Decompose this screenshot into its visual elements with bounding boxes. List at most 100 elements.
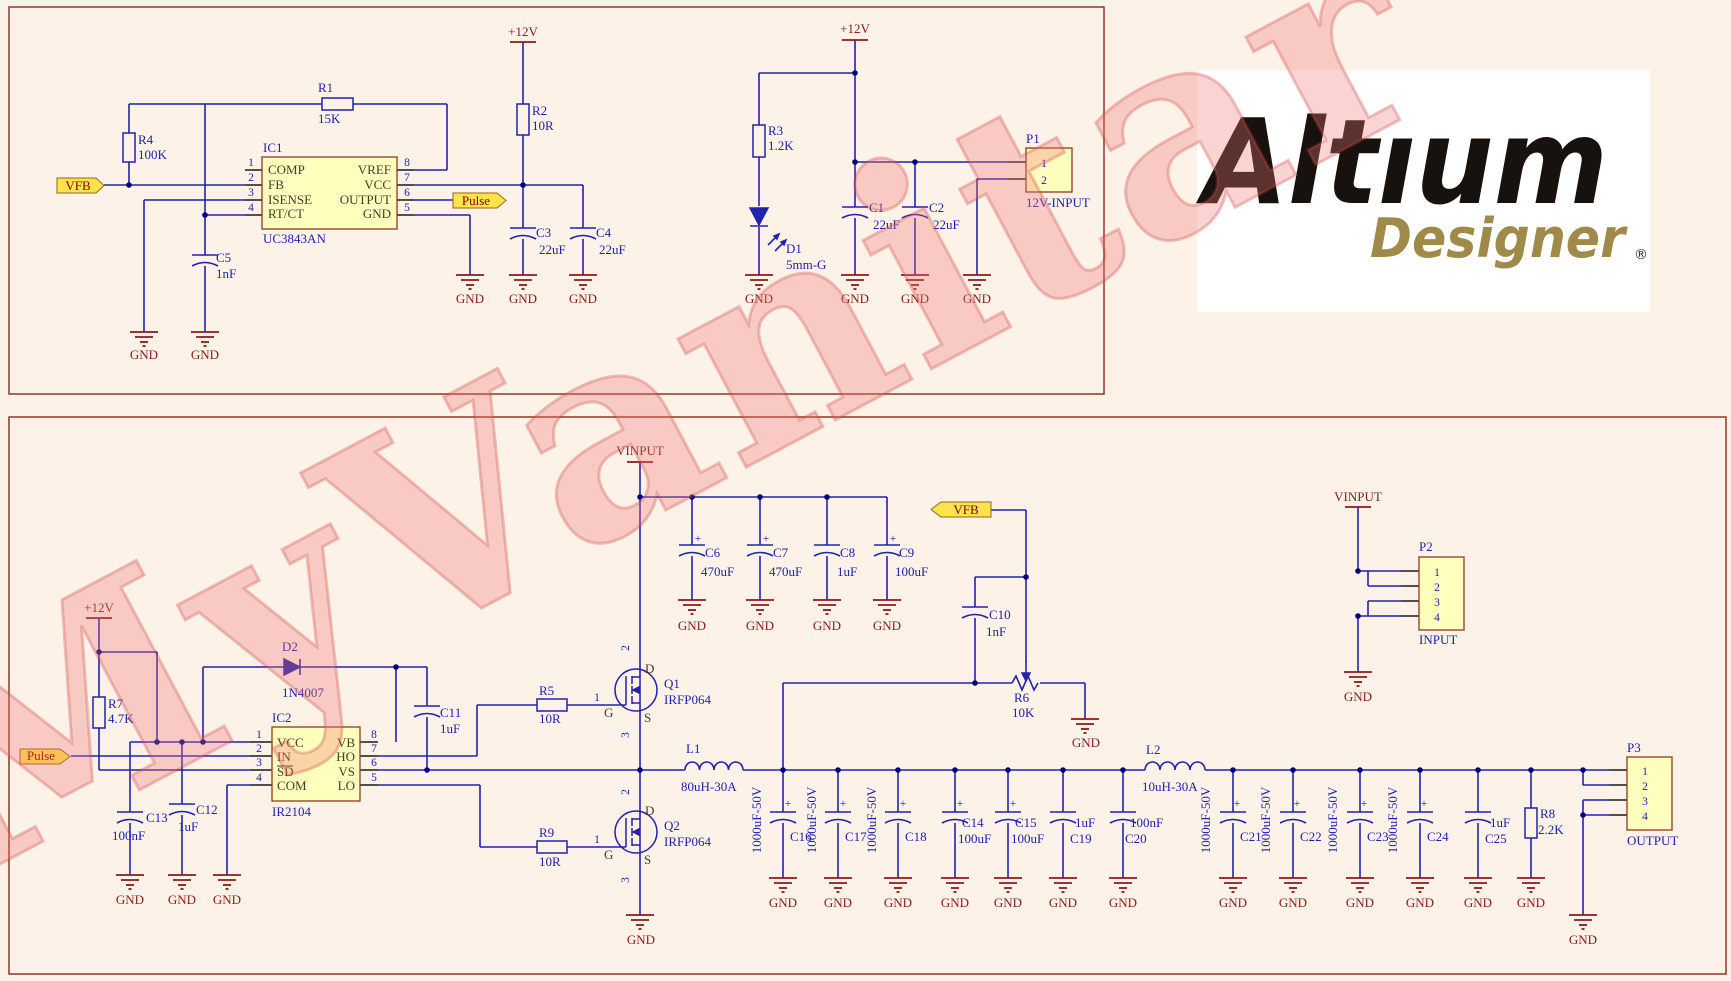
- p3-num-1: 1: [1642, 766, 1648, 778]
- gnd-symbol-q2: [626, 914, 654, 930]
- q1-pin-2: 2: [620, 645, 632, 651]
- p1-num-1: 1: [1041, 158, 1047, 170]
- gnd-symbol-c21: [1219, 877, 1247, 893]
- gnd-symbol-d1: [745, 274, 773, 290]
- gnd-symbol-c16: [769, 877, 797, 893]
- gnd-ic1: GND: [456, 291, 484, 306]
- c18-capacitor-symbol: [884, 811, 912, 824]
- c12-capacitor-symbol: [168, 803, 196, 816]
- q1-d: D: [645, 661, 654, 676]
- gnd-c20: GND: [1109, 895, 1137, 910]
- r7-val: 4.7K: [108, 711, 134, 726]
- ic2-pin-com: COM: [277, 778, 307, 793]
- p2-connector-body: [1418, 556, 1465, 631]
- c10-val: 1nF: [986, 624, 1006, 639]
- gnd-c25: GND: [1464, 895, 1492, 910]
- altium-logo-background: [1197, 70, 1650, 312]
- p2-des: P2: [1419, 539, 1433, 554]
- c3-capacitor-symbol: [509, 227, 537, 240]
- gnd-symbol-r6: [1071, 718, 1099, 734]
- d1-des: D1: [786, 241, 802, 256]
- gnd-c15: GND: [994, 895, 1022, 910]
- c1-des: C1: [869, 200, 884, 215]
- r1-des: R1: [318, 80, 333, 95]
- r7-resistor-body: [92, 696, 106, 729]
- gnd-symbol-p3: [1569, 914, 1597, 930]
- gnd-symbol-com: [213, 874, 241, 890]
- ic2-num-7: 7: [371, 743, 377, 755]
- r9-des: R9: [539, 825, 554, 840]
- gnd-symbol-c1: [841, 274, 869, 290]
- gnd-c4: GND: [569, 291, 597, 306]
- c21-plus: +: [1234, 798, 1241, 810]
- logo-designer: Designer: [1370, 207, 1628, 270]
- r8-des: R8: [1540, 806, 1555, 821]
- p2-name: INPUT: [1419, 632, 1457, 647]
- component-glyphs-layer: [283, 207, 1206, 771]
- gnd-p1: GND: [963, 291, 991, 306]
- watermark-text: MyVanitar: [0, 0, 1476, 941]
- gnd-symbol-c14: [941, 877, 969, 893]
- c2-capacitor-symbol: [901, 206, 929, 219]
- c23-plus: +: [1361, 798, 1368, 810]
- gnd-symbol-c25: [1464, 877, 1492, 893]
- c9-capacitor-symbol: [873, 544, 901, 557]
- logo-registered: ®: [1634, 247, 1648, 263]
- gnd-d1: GND: [745, 291, 773, 306]
- ic1-num-1: 1: [248, 157, 254, 169]
- c19-capacitor-symbol: [1049, 811, 1077, 824]
- c13-des: C13: [146, 810, 168, 825]
- c22-plus: +: [1294, 798, 1301, 810]
- gnd-symbol-c23: [1346, 877, 1374, 893]
- ic1-pin-vref: VREF: [358, 162, 391, 177]
- r2-resistor-body: [516, 103, 530, 136]
- gnd-c17: GND: [824, 895, 852, 910]
- gnd-symbol-c19: [1049, 877, 1077, 893]
- ic1-body: [261, 156, 398, 230]
- gnd-q2: GND: [627, 932, 655, 947]
- c22-des: C22: [1300, 829, 1322, 844]
- q1-pin-3: 3: [620, 732, 632, 738]
- c5-val: 1nF: [216, 266, 236, 281]
- c7-plus: +: [763, 533, 770, 545]
- gnd-symbol-c24: [1406, 877, 1434, 893]
- gnd-symbol-c7: [746, 599, 774, 615]
- q1-des: Q1: [664, 676, 680, 691]
- q1-g: G: [604, 705, 613, 720]
- c11-val: 1uF: [440, 721, 460, 736]
- wires-layer: [71, 40, 1609, 915]
- pwr-vinput-mid: VINPUT: [616, 443, 664, 458]
- c1-capacitor-symbol: [841, 206, 869, 219]
- c14-capacitor-symbol: [941, 811, 969, 824]
- c7-capacitor-symbol: [746, 544, 774, 557]
- c21-des: C21: [1240, 829, 1262, 844]
- c14-val: 100uF: [958, 831, 991, 846]
- gnd-symbol-p1: [963, 274, 991, 290]
- net-flag-vfb-bottom: [930, 501, 992, 518]
- gnd-c23: GND: [1346, 895, 1374, 910]
- gnd-c22: GND: [1279, 895, 1307, 910]
- c3-des: C3: [536, 225, 551, 240]
- c23-des: C23: [1367, 829, 1389, 844]
- gnd-p2: GND: [1344, 689, 1372, 704]
- pin-stubs-layer: [245, 161, 1627, 816]
- gnd-c8: GND: [813, 618, 841, 633]
- c24-plus: +: [1421, 798, 1428, 810]
- ic1-num-6: 6: [404, 187, 410, 199]
- q2-s: S: [644, 852, 651, 867]
- c18-vval: 1000uF-50V: [864, 786, 879, 853]
- c8-des: C8: [840, 545, 855, 560]
- c24-vval: 1000uF-50V: [1385, 786, 1400, 853]
- c20-val: 100nF: [1130, 815, 1163, 830]
- r2-des: R2: [532, 103, 547, 118]
- pwr-12v-bottom: +12V: [84, 600, 114, 615]
- ic1-num-8: 8: [404, 157, 410, 169]
- d2-val: 1N4007: [282, 685, 324, 700]
- gnd-c16: GND: [769, 895, 797, 910]
- ic1-des: IC1: [263, 140, 283, 155]
- net-pulse-top: Pulse: [462, 193, 490, 208]
- c8-capacitor-symbol: [813, 544, 841, 557]
- r3-resistor-body: [752, 124, 766, 158]
- r7-des: R7: [108, 696, 124, 711]
